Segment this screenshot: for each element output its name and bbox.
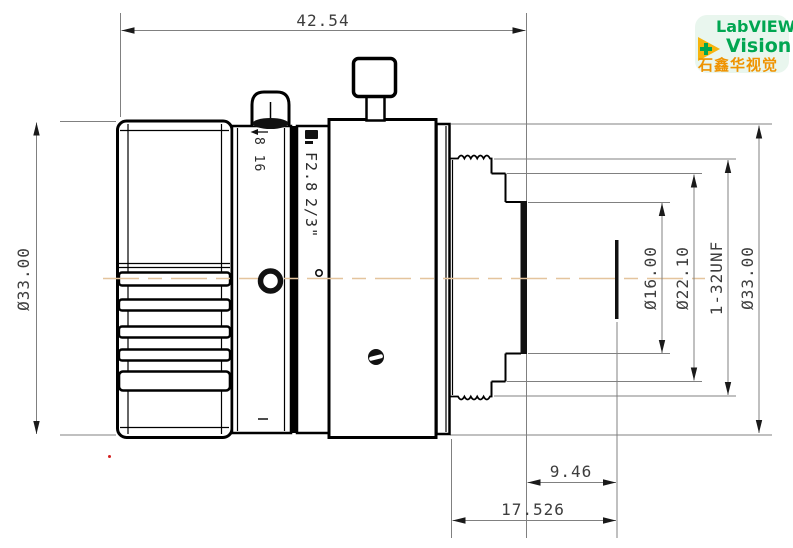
tip-to-image-plane-label: 9.46 xyxy=(550,462,593,481)
c-mount-thread xyxy=(449,154,493,401)
arrow-right xyxy=(603,479,616,486)
dim-rear-barrel-diameter: Ø22.10 xyxy=(673,174,698,381)
dim-mount-thread: 1-32UNF xyxy=(707,160,732,395)
arrow-down xyxy=(33,421,40,434)
lens-body: 8 16 F2.8 2/3" xyxy=(116,56,619,439)
arrow-up xyxy=(724,160,732,173)
arrow-left xyxy=(121,27,135,34)
iris-scale-label: 8 16 xyxy=(251,137,266,172)
logo-chinese-text: 石鑫华视觉 xyxy=(698,56,779,74)
arrow-up xyxy=(658,203,666,216)
rear-face-bar xyxy=(520,201,527,354)
labview-vision-logo: LabVIEW Vision 石鑫华视觉 xyxy=(695,15,793,74)
dim-total-length: 42.54 xyxy=(121,11,526,34)
flange-focal-distance-label: 17.526 xyxy=(501,500,565,519)
sensor-format-label: 2/3" xyxy=(302,198,320,238)
dim-body-diameter: Ø33.00 xyxy=(14,122,40,434)
plus-icon xyxy=(704,42,708,55)
lock-thumbscrew xyxy=(351,56,398,122)
body-diameter-label: Ø33.00 xyxy=(14,247,33,311)
thread-top-profile xyxy=(449,154,493,161)
arrow-left xyxy=(452,517,466,524)
brand-glyph xyxy=(305,130,318,144)
focus-knob-base xyxy=(252,118,289,129)
rear-barrel-d16 xyxy=(505,201,527,355)
logo-labview-text: LabVIEW xyxy=(716,17,793,36)
iris-index-arrow xyxy=(250,129,268,135)
rear-barrel-d22 xyxy=(491,172,507,383)
dim-rear-tip-diameter: Ø16.00 xyxy=(641,203,666,353)
red-dot-marker xyxy=(108,455,111,458)
rear-barrel-diameter-label: Ø22.10 xyxy=(673,246,692,310)
arrow-left xyxy=(527,479,541,486)
flange-diameter-label: Ø33.00 xyxy=(738,246,757,310)
thumbscrew-head xyxy=(351,56,398,99)
total-length-label: 42.54 xyxy=(296,11,349,30)
thumbscrew-stem xyxy=(365,95,386,122)
rear-tip-diameter-label: Ø16.00 xyxy=(641,246,660,310)
mount-thread-label: 1-32UNF xyxy=(707,241,726,315)
image-plane-mark xyxy=(615,240,619,319)
aperture-label: F2.8 xyxy=(302,152,320,192)
arrow-down xyxy=(658,340,666,353)
iris-lock-screw xyxy=(257,268,284,294)
arrow-up xyxy=(690,174,698,188)
logo-vision-text: Vision xyxy=(726,35,792,57)
arrow-up xyxy=(755,125,763,139)
arrow-down xyxy=(724,382,732,395)
body-set-screw xyxy=(368,349,384,365)
small-pivot-screw xyxy=(314,268,323,277)
arrow-right xyxy=(512,27,526,34)
dim-tip-to-image-plane: 9.46 xyxy=(527,462,616,486)
arrow-down xyxy=(755,420,763,433)
arrow-down xyxy=(690,367,698,381)
dimensions: 42.54 Ø33.00 Ø16.00 Ø22.10 1 xyxy=(14,11,763,524)
separator-band xyxy=(291,126,297,433)
extension-lines xyxy=(60,13,772,538)
dim-flange-diameter: Ø33.00 xyxy=(738,125,763,433)
thread-bottom-profile xyxy=(449,394,493,401)
arrow-up xyxy=(33,122,40,136)
front-ring-grip-grooves xyxy=(117,262,232,392)
arrow-right xyxy=(603,517,616,524)
dim-flange-focal-distance: 17.526 xyxy=(452,500,616,524)
